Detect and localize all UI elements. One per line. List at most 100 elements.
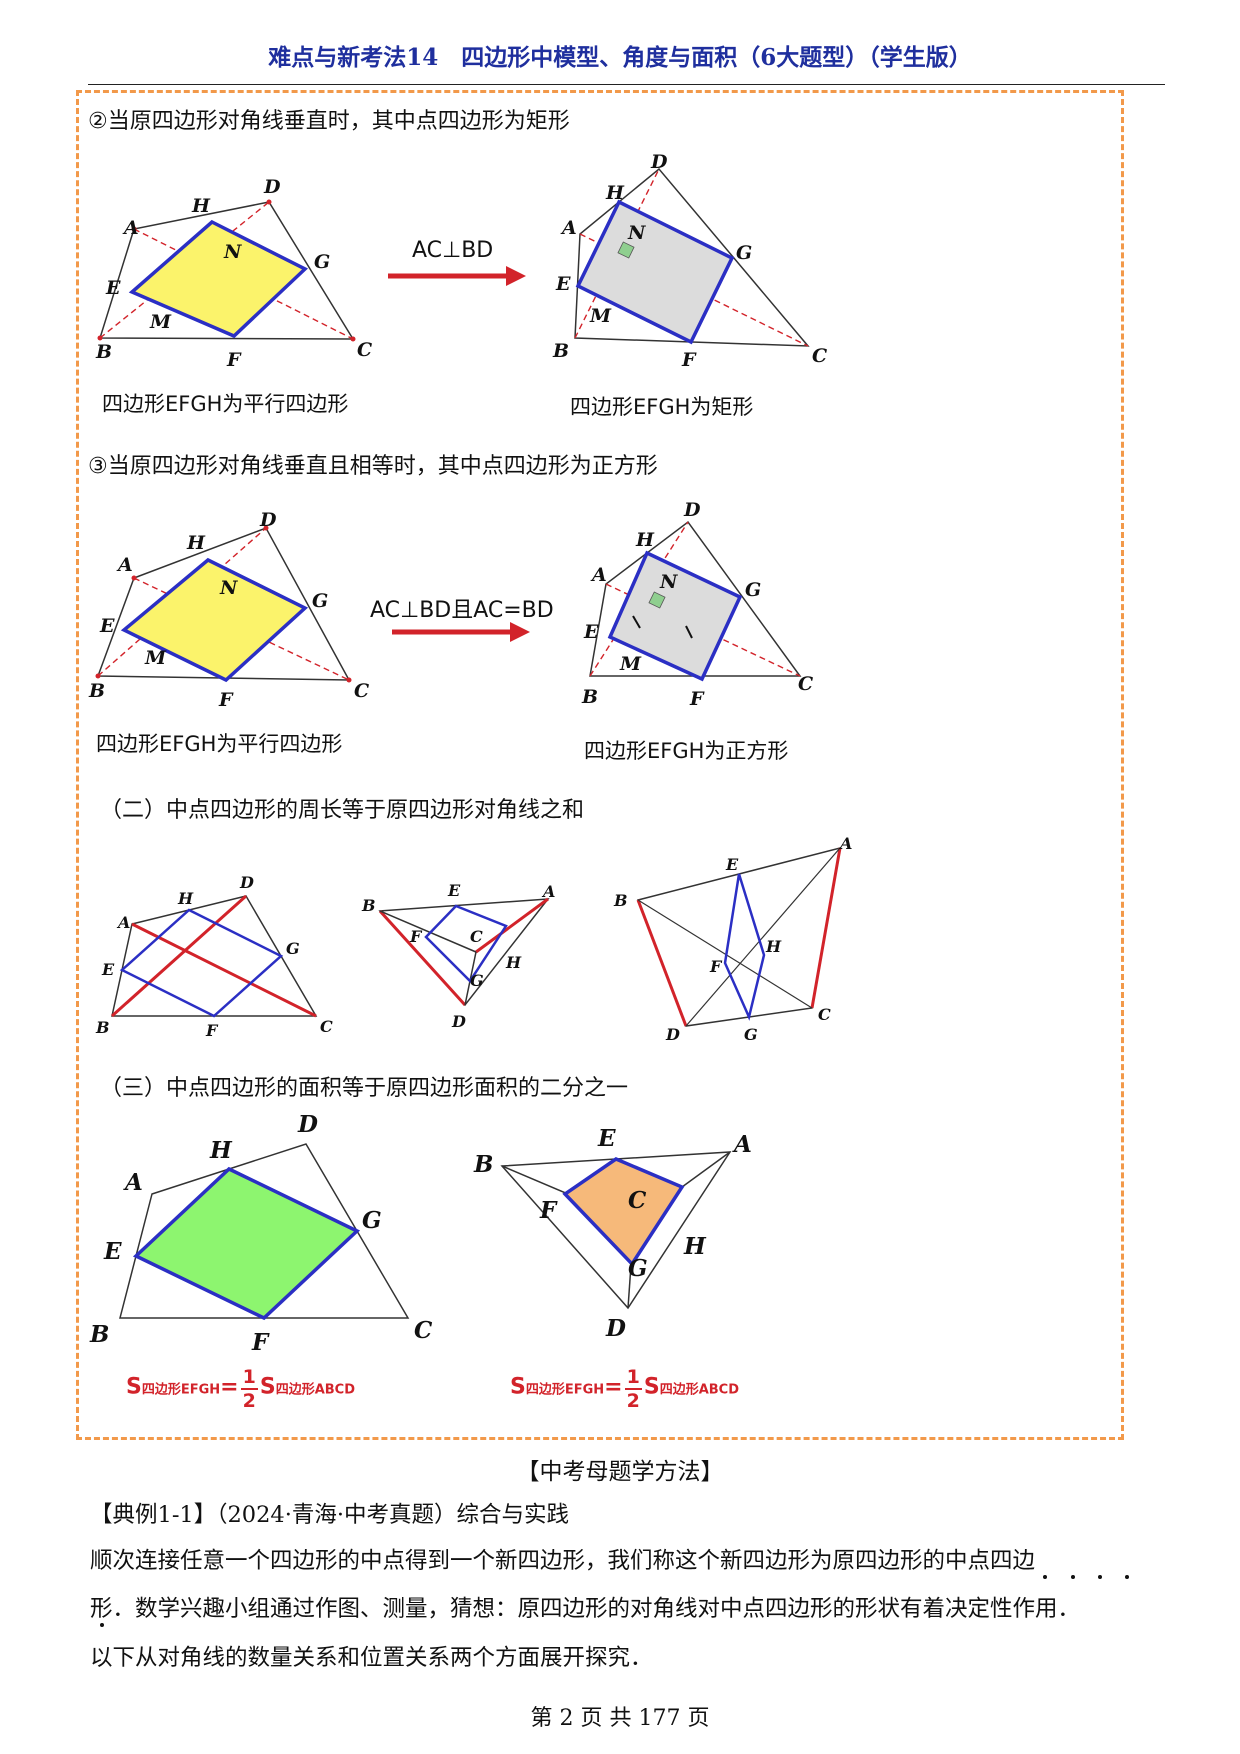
label-C: C <box>357 339 372 361</box>
label-G: G <box>362 1207 382 1234</box>
label-A: A <box>560 217 577 239</box>
header-rule <box>88 84 1165 85</box>
label-F: F <box>409 927 423 946</box>
label-D: D <box>297 1111 318 1138</box>
label-C: C <box>798 673 813 695</box>
label-H: H <box>683 1233 707 1260</box>
emphasis-dot <box>1098 1575 1102 1579</box>
section2-right-caption: 四边形EFGH为矩形 <box>570 395 754 419</box>
fig-area-1: A D H G E B F C <box>89 1111 433 1356</box>
label-B: B <box>613 891 628 910</box>
fig2a: A D H N G E M B F C <box>95 176 372 371</box>
label-C: C <box>414 1317 433 1344</box>
label-C: C <box>320 1017 333 1036</box>
label-E: E <box>101 960 115 979</box>
label-B: B <box>95 341 112 363</box>
fig-area-2: B E A F C H G D <box>473 1125 752 1342</box>
page-footer: 第 2 页 共 177 页 <box>530 1706 710 1731</box>
label-G: G <box>470 971 484 990</box>
label-E: E <box>597 1125 616 1152</box>
label-N: N <box>223 241 242 263</box>
label-E: E <box>447 881 461 900</box>
label-D: D <box>259 509 277 531</box>
section3-right-caption: 四边形EFGH为正方形 <box>584 739 789 763</box>
label-D: D <box>451 1012 466 1031</box>
emphasis-dot <box>1071 1575 1075 1579</box>
label-N: N <box>219 577 238 599</box>
label-F: F <box>218 689 234 711</box>
label-F: F <box>709 957 723 976</box>
fig-perim-3: B E A H F C D G <box>613 834 852 1044</box>
label-G: G <box>736 242 752 264</box>
label-C: C <box>818 1005 831 1024</box>
label-B: B <box>95 1018 110 1037</box>
label-B: B <box>581 686 598 708</box>
emphasis-dot <box>1125 1575 1129 1579</box>
label-H: H <box>765 937 782 956</box>
label-B: B <box>473 1151 493 1178</box>
section2-arrow-label: AC⊥BD <box>412 238 494 263</box>
label-A: A <box>541 882 555 901</box>
fig3a: A D H N G E M B F C <box>88 509 369 711</box>
label-D: D <box>605 1315 626 1342</box>
label-A: A <box>590 564 607 586</box>
label-F: F <box>226 349 242 371</box>
label-B: B <box>88 680 105 702</box>
fig3b: A D H N G E M B F C <box>581 499 813 710</box>
label-A: A <box>732 1131 752 1158</box>
label-E: E <box>103 1238 122 1265</box>
page-header-title: 难点与新考法14 四边形中模型、角度与面积（6大题型）（学生版） <box>268 44 972 71</box>
section3-heading: ③当原四边形对角线垂直且相等时，其中点四边形为正方形 <box>88 454 658 479</box>
label-M: M <box>144 647 167 669</box>
emphasis-dot <box>1043 1575 1047 1579</box>
label-F: F <box>539 1197 558 1224</box>
label-D: D <box>683 499 701 521</box>
label-H: H <box>177 889 194 908</box>
label-F: F <box>681 349 697 371</box>
label-G: G <box>628 1255 648 1282</box>
label-E: E <box>99 615 115 637</box>
label-F: F <box>689 688 705 710</box>
section3-arrow-label: AC⊥BD且AC=BD <box>370 598 554 623</box>
summary-box <box>76 90 1124 1440</box>
label-H: H <box>635 529 655 551</box>
section3-left-caption: 四边形EFGH为平行四边形 <box>96 732 343 756</box>
method-heading: 【中考母题学方法】 <box>516 1459 724 1485</box>
label-A: A <box>122 217 139 239</box>
label-E: E <box>583 621 599 643</box>
label-H: H <box>191 195 211 217</box>
label-M: M <box>619 653 642 675</box>
label-D: D <box>239 873 254 892</box>
label-C: C <box>812 345 827 367</box>
label-F: F <box>251 1329 270 1356</box>
label-B: B <box>361 896 376 915</box>
emphasis-dot <box>100 1623 104 1627</box>
label-H: H <box>505 953 522 972</box>
label-D: D <box>665 1025 680 1044</box>
label-C: C <box>628 1187 647 1214</box>
fig2b: A D H N G E M B F C <box>552 151 827 371</box>
label-H: H <box>209 1137 233 1164</box>
label-A: A <box>116 913 130 932</box>
label-G: G <box>314 251 330 273</box>
section2-heading: ②当原四边形对角线垂直时，其中点四边形为矩形 <box>88 109 570 134</box>
label-A: A <box>123 1169 143 1196</box>
example-line-3: 以下从对角线的数量关系和位置关系两个方面展开探究． <box>90 1645 653 1671</box>
label-M: M <box>589 305 612 327</box>
example-line-1: 顺次连接任意一个四边形的中点得到一个新四边形，我们称这个新四边形为原四边形的中点… <box>90 1548 1036 1574</box>
label-F: F <box>205 1021 219 1040</box>
label-C: C <box>354 680 369 702</box>
label-G: G <box>744 1025 758 1044</box>
example-line-2: 形．数学兴趣小组通过作图、测量，猜想：原四边形的对角线对中点四边形的形状有着决定… <box>90 1596 1081 1622</box>
fig-perim-1: A D H G E B F C <box>95 873 333 1040</box>
label-N: N <box>627 222 646 244</box>
label-G: G <box>312 590 328 612</box>
section2-left-caption: 四边形EFGH为平行四边形 <box>102 392 349 416</box>
label-N: N <box>659 571 678 593</box>
label-D: D <box>263 176 281 198</box>
label-M: M <box>149 311 172 333</box>
